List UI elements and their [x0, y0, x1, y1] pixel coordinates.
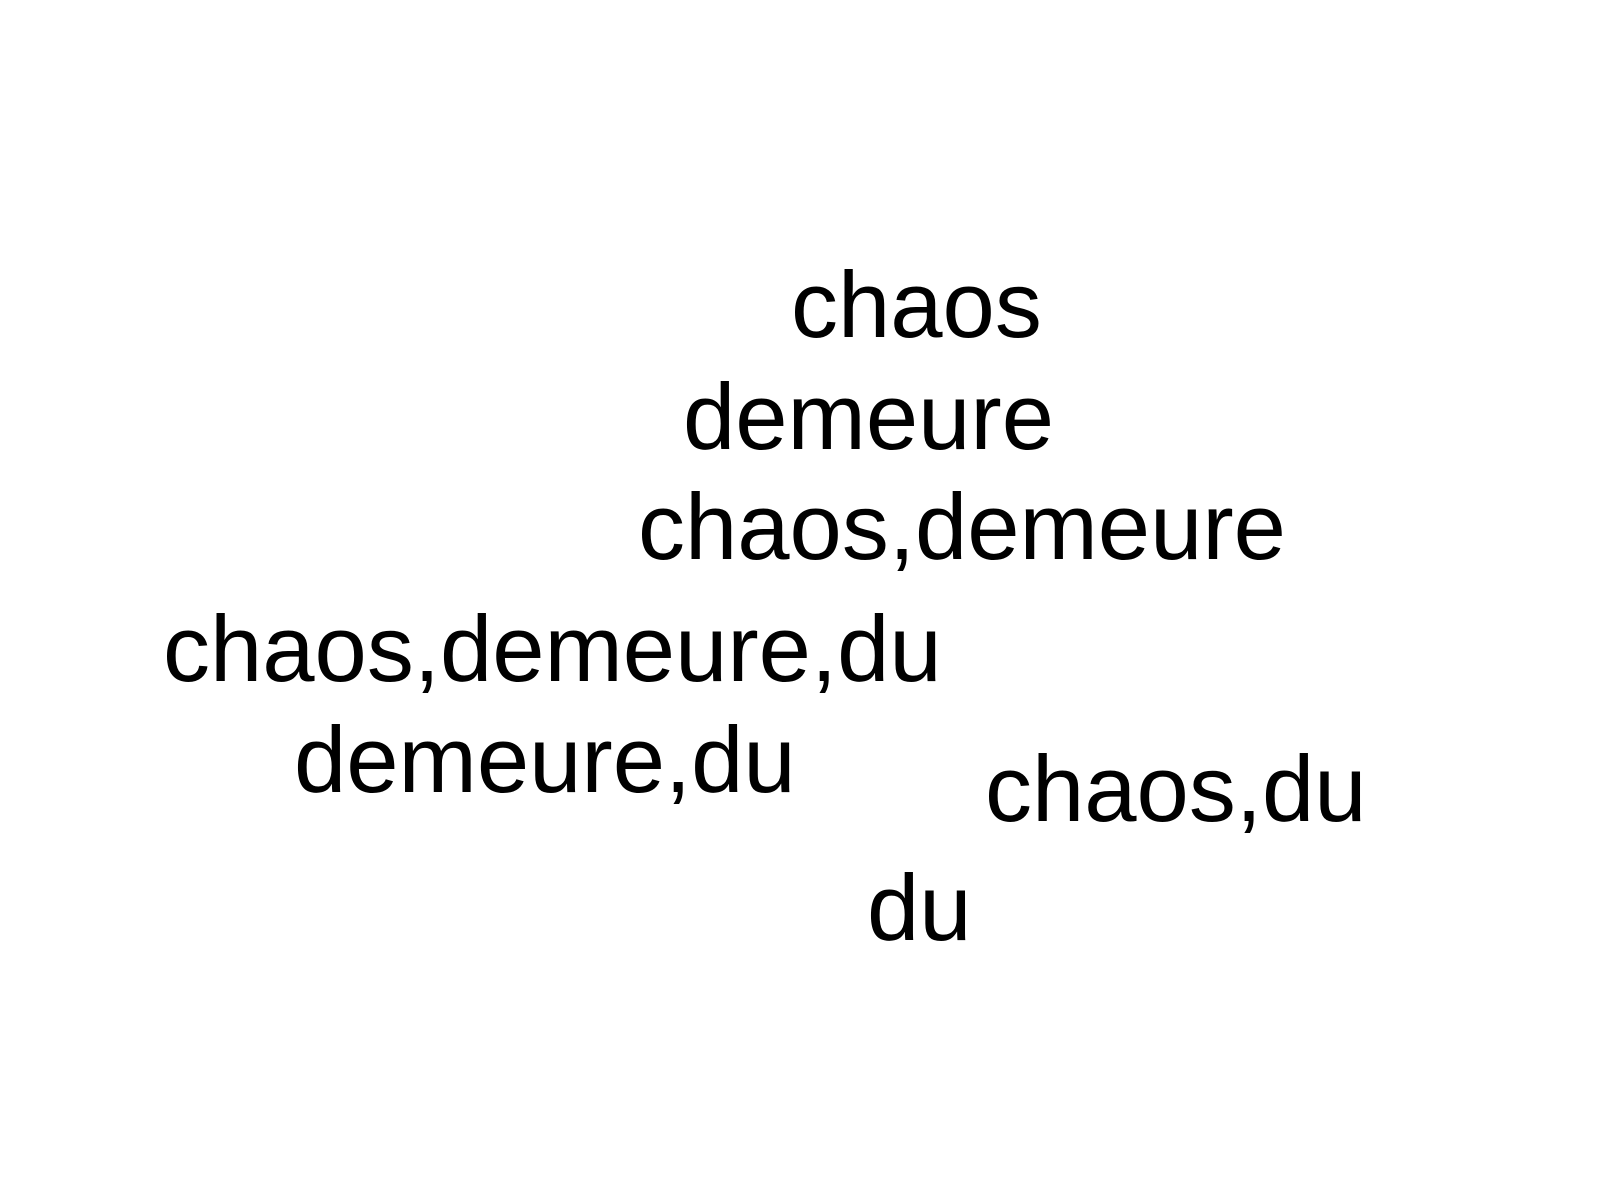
label-chaos-demeure: chaos,demeure: [638, 474, 1286, 579]
label-demeure: demeure: [683, 364, 1054, 469]
label-demeure-du: demeure,du: [294, 707, 796, 812]
label-chaos-demeure-du: chaos,demeure,du: [163, 596, 942, 701]
label-du: du: [867, 855, 972, 960]
label-chaos: chaos: [791, 252, 1042, 357]
label-chaos-du: chaos,du: [985, 736, 1367, 841]
